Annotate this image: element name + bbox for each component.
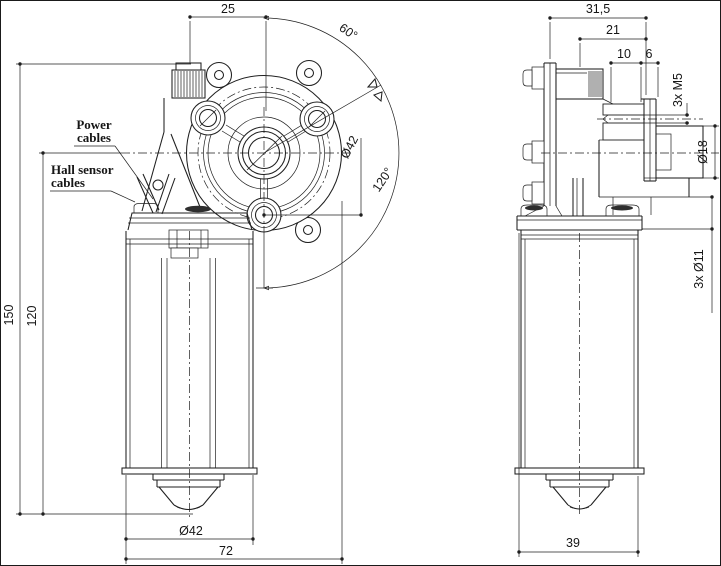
end-bell-front — [152, 474, 225, 511]
angle-label-60: 60° — [337, 21, 361, 43]
label-hall-cables-2: cables — [51, 175, 85, 190]
boss-upper-right — [299, 101, 335, 137]
output-shaft-side — [644, 125, 704, 179]
bracket — [141, 98, 201, 212]
cables — [136, 173, 176, 215]
dim-overall-depth: 31,5 — [586, 2, 610, 16]
label-hall-cables-1: Hall sensor — [51, 162, 114, 177]
dim-bolt-circle: Ø42 — [338, 133, 361, 160]
dim-shaft-dia: Ø18 — [696, 140, 710, 164]
boss-upper-left — [190, 100, 226, 136]
dim-motor-dia: Ø42 — [179, 524, 203, 538]
front-view: 25 150 120 60° 120° — [2, 2, 400, 564]
dim-mounting-holes: 3x Ø11 — [692, 249, 706, 288]
dim-overall-height: 150 — [2, 305, 16, 326]
side-view: 31,5 21 10 6 3x M5 — [514, 2, 719, 557]
dim-boss-depth: 10 — [617, 47, 631, 61]
front-labels: Power cables Hall sensor cables — [50, 117, 154, 203]
dim-motor-depth: 39 — [566, 536, 580, 550]
dim-shaft-step: 6 — [646, 47, 653, 61]
label-power-cables-1: Power — [76, 117, 112, 132]
dim-gearbox-depth: 21 — [606, 23, 620, 37]
side-dimensions: 31,5 21 10 6 3x M5 — [517, 2, 719, 557]
motor-front — [121, 203, 258, 518]
worm-shaft-stub — [171, 62, 206, 99]
dim-motor-height: 120 — [25, 306, 39, 327]
flange-plate-side — [522, 62, 563, 217]
dim-overall-width: 72 — [219, 544, 233, 558]
angle-label-120: 120° — [370, 165, 396, 194]
dim-tapped-holes: 3x M5 — [671, 73, 685, 107]
label-power-cables-2: cables — [77, 130, 111, 145]
motor-side — [514, 204, 645, 517]
dim-top-width: 25 — [221, 2, 235, 16]
